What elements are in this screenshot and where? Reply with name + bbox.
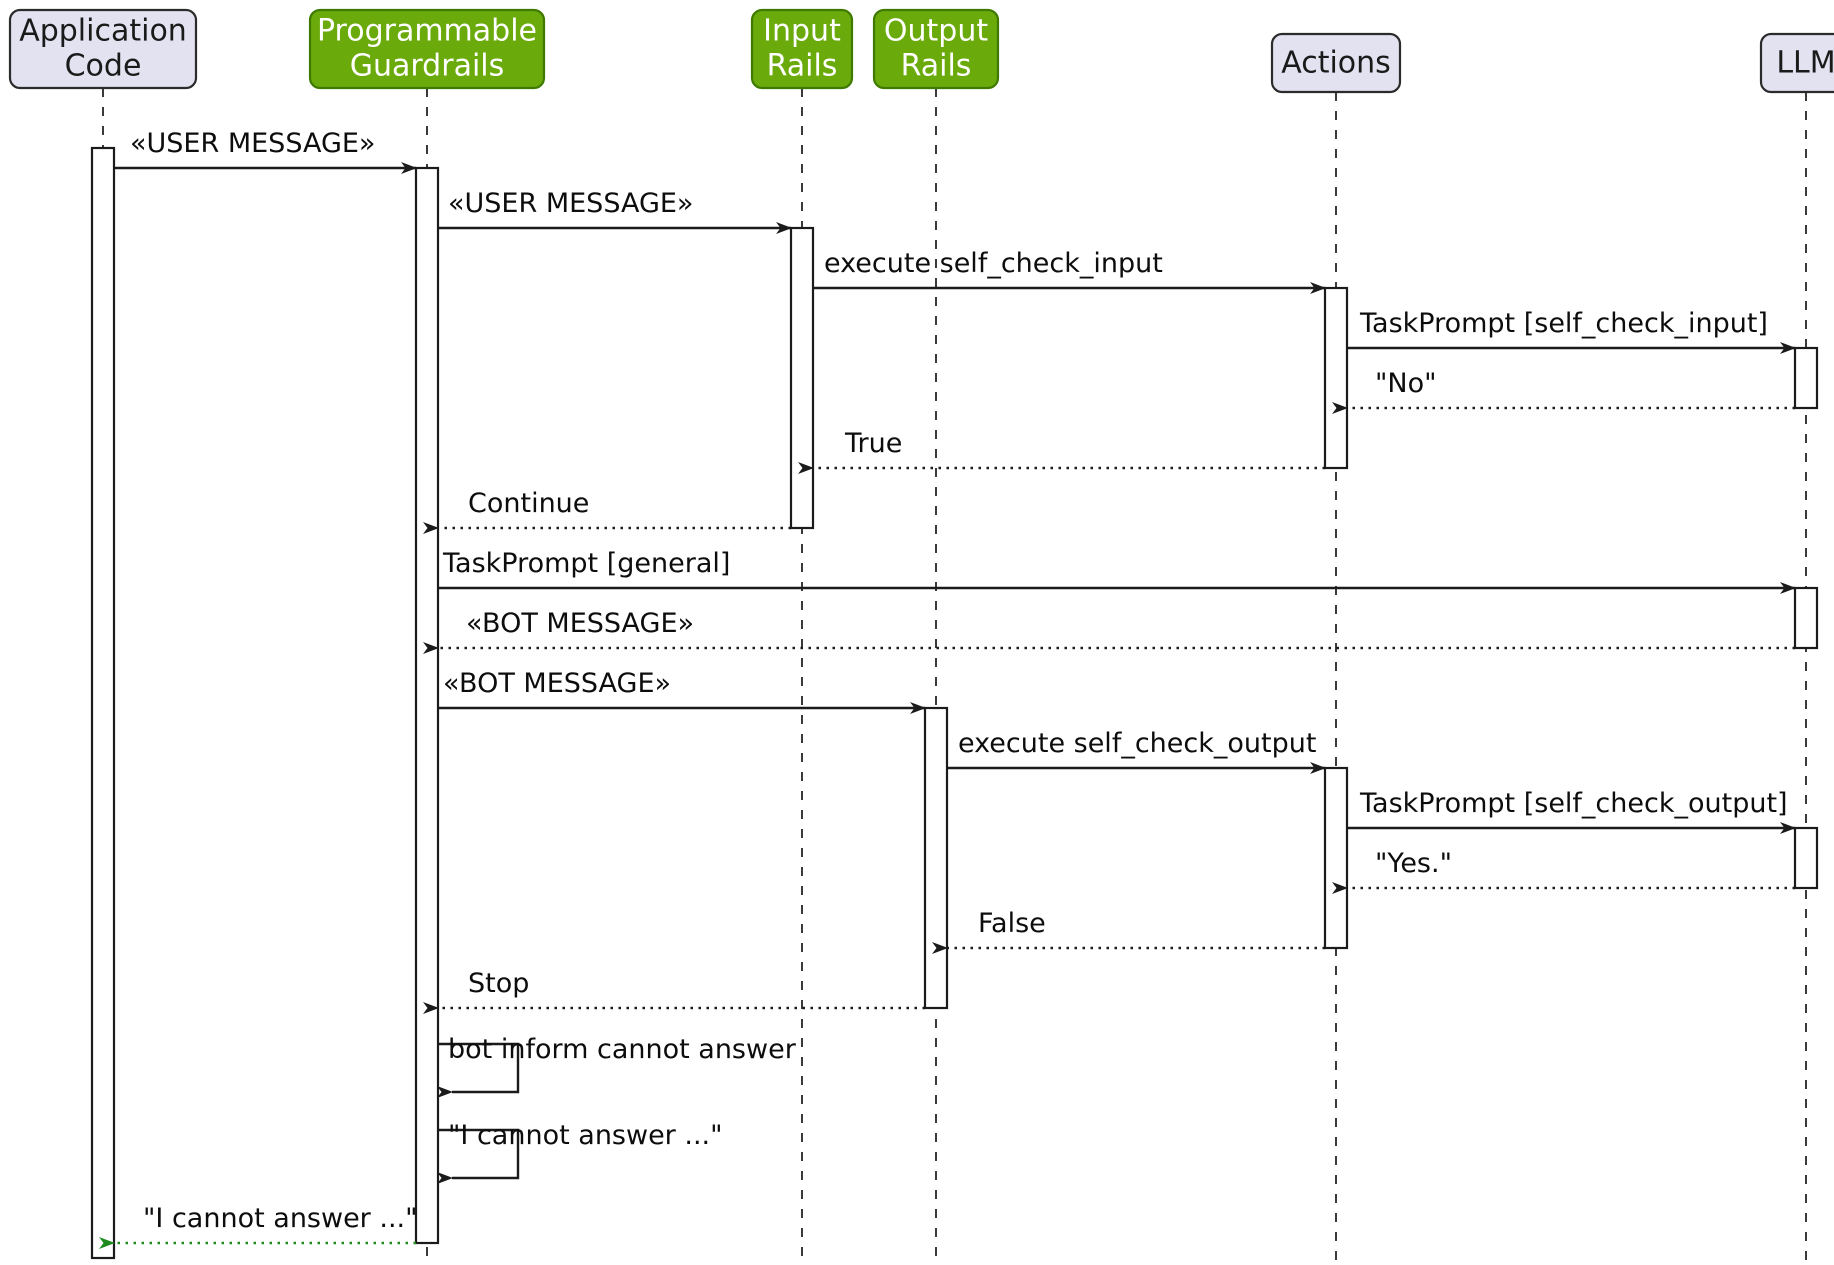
participant-actions[interactable]: Actions <box>1270 32 1402 94</box>
message-m1: «USER MESSAGE» <box>114 128 417 174</box>
message-label: execute self_check_input <box>824 248 1163 279</box>
activation-bar-llm <box>1793 346 1819 410</box>
activation-bar-actions <box>1323 286 1349 470</box>
message-label: True <box>844 428 902 459</box>
message-m9: «BOT MESSAGE» <box>423 608 1795 654</box>
participant-label-line1: Application <box>19 14 187 49</box>
message-label: False <box>978 908 1046 939</box>
participant-box-rect <box>872 8 1000 90</box>
message-label: "No" <box>1375 368 1437 399</box>
message-label: Continue <box>468 488 589 519</box>
message-label: «USER MESSAGE» <box>448 188 693 219</box>
message-label: "Yes." <box>1375 848 1452 879</box>
activation-bar-actions <box>1323 766 1349 950</box>
message-m5: "No" <box>1332 368 1795 414</box>
message-m4: TaskPrompt [self_check_input] <box>1347 308 1796 354</box>
participant-label-line1: Output <box>884 14 988 49</box>
message-label: "I cannot answer ..." <box>143 1203 418 1234</box>
message-label: TaskPrompt [self_check_output] <box>1359 788 1788 819</box>
message-m8: TaskPrompt [general] <box>438 548 1796 594</box>
participant-label-line2: Rails <box>767 49 838 84</box>
participant-box-rect <box>8 8 198 90</box>
message-label: «BOT MESSAGE» <box>443 668 671 699</box>
activation-bar-llm <box>1793 586 1819 650</box>
participant-llm[interactable]: LLM <box>1759 32 1834 94</box>
message-m11: execute self_check_output <box>947 728 1326 774</box>
message-m10: «BOT MESSAGE» <box>438 668 926 714</box>
participant-label-line1: Input <box>763 14 841 49</box>
activation-bar-input <box>789 226 815 530</box>
message-m18: "I cannot answer ..." <box>99 1203 418 1249</box>
message-m3: execute self_check_input <box>813 248 1326 294</box>
message-label: TaskPrompt [self_check_input] <box>1359 308 1768 339</box>
participant-label-line2: Rails <box>901 49 972 84</box>
participant-box-rect <box>1270 32 1402 94</box>
message-m7: Continue <box>423 488 791 534</box>
participant-box-rect <box>1759 32 1834 94</box>
participant-label-line2: Code <box>65 49 142 84</box>
message-label: Stop <box>468 968 529 999</box>
activation-bar-app <box>90 146 116 1260</box>
self-message-path <box>437 1042 520 1098</box>
message-m14: False <box>932 908 1325 954</box>
participant-label: Actions <box>1281 46 1391 81</box>
participant-label: LLM <box>1776 46 1834 81</box>
message-m6: True <box>798 428 1325 474</box>
activation-bar-llm <box>1793 826 1819 890</box>
self-message-path <box>437 1128 520 1184</box>
message-label: «USER MESSAGE» <box>130 128 375 159</box>
participant-box-rect <box>750 8 854 90</box>
activation-bar-guardrails <box>414 166 440 1245</box>
participant-box-rect <box>308 8 546 90</box>
message-label: bot inform cannot answer <box>448 1034 797 1065</box>
activation-bar-output <box>923 706 949 1010</box>
message-m15: Stop <box>423 968 925 1014</box>
message-label: "I cannot answer ..." <box>448 1120 723 1151</box>
message-label: TaskPrompt [general] <box>442 548 730 579</box>
message-m16: bot inform cannot answer <box>437 1034 797 1098</box>
message-m2: «USER MESSAGE» <box>438 188 792 234</box>
message-m13: "Yes." <box>1332 848 1795 894</box>
message-label: «BOT MESSAGE» <box>466 608 694 639</box>
activation-bars-group <box>90 146 1819 1260</box>
messages-group: «USER MESSAGE» «USER MESSAGE» execute self… <box>99 128 1796 1249</box>
participant-label-line2: Guardrails <box>350 49 505 84</box>
message-m17: "I cannot answer ..." <box>437 1120 723 1184</box>
message-label: execute self_check_output <box>958 728 1316 759</box>
participant-label-line1: Programmable <box>317 14 537 49</box>
message-m12: TaskPrompt [self_check_output] <box>1347 788 1796 834</box>
